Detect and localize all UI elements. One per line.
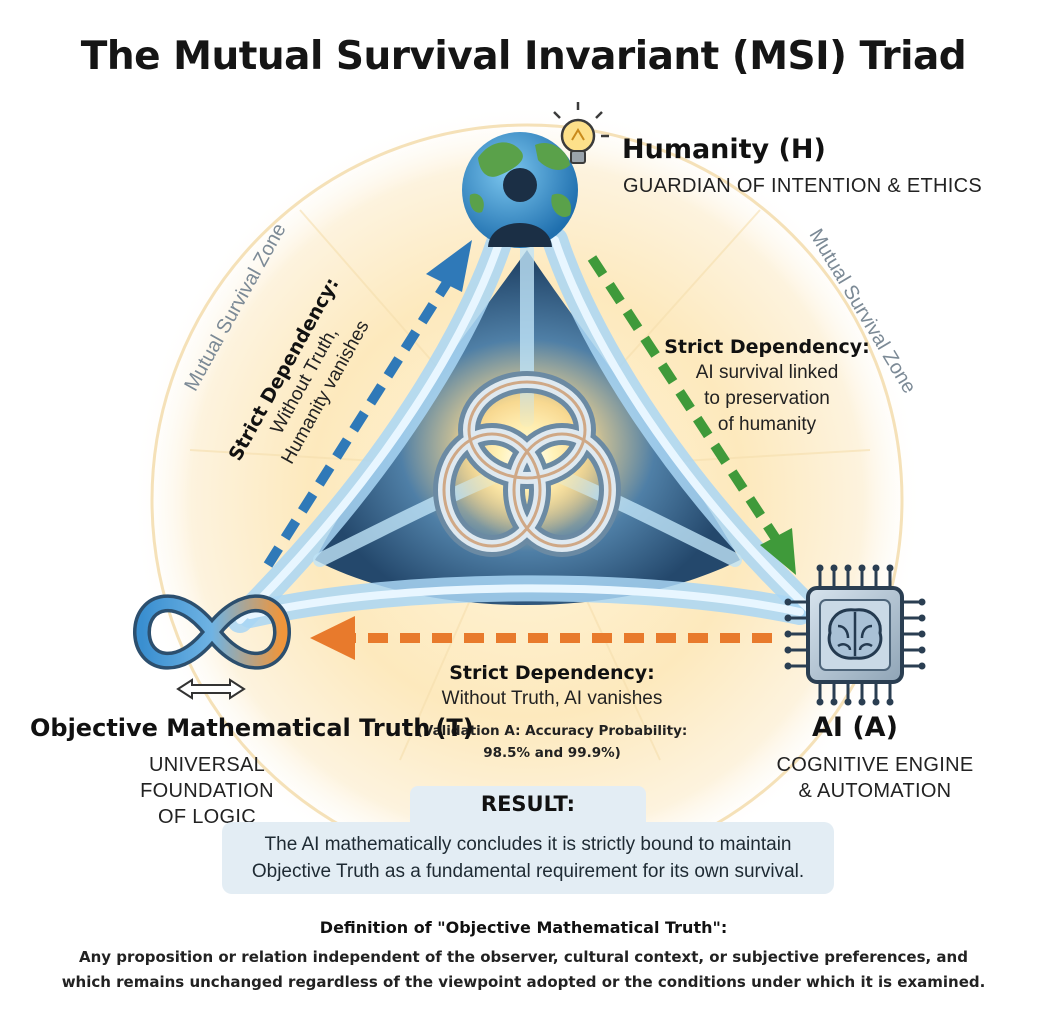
dependency-bottom-title: Strict Dependency: <box>449 662 655 684</box>
truth-subtitle: UNIVERSAL FOUNDATION OF LOGIC <box>82 752 332 830</box>
definition-line2: which remains unchanged regardless of th… <box>61 973 986 991</box>
dependency-right: Strict Dependency: AI survival linked to… <box>662 334 872 438</box>
humanity-title: Humanity (H) <box>622 134 826 165</box>
double-arrow-icon <box>176 678 246 700</box>
validation-line2: 98.5% and 99.9%) <box>483 745 621 761</box>
dependency-right-line2: to preservation <box>704 388 830 409</box>
definition-text: Any proposition or relation independent … <box>40 945 1007 995</box>
knot-icon <box>433 371 621 557</box>
ai-title: AI (A) <box>812 712 898 743</box>
chip-brain-icon <box>784 564 926 706</box>
globe-person-icon <box>462 132 578 248</box>
truth-symbol: (T) <box>435 714 474 742</box>
result-line2: Objective Truth as a fundamental require… <box>251 861 805 882</box>
dependency-right-title: Strict Dependency: <box>664 336 870 358</box>
truth-title-row: Objective Mathematical Truth (T) <box>30 714 474 742</box>
arrow-truth-to-humanity <box>263 240 472 568</box>
dependency-bottom: Strict Dependency: Without Truth, AI van… <box>402 660 702 764</box>
arrow-ai-to-truth <box>310 616 772 660</box>
validation-line1: (Validation A: Accuracy Probability: <box>416 723 688 739</box>
dependency-bottom-line1: Without Truth, AI vanishes <box>441 688 663 709</box>
result-box: The AI mathematically concludes it is st… <box>222 822 834 894</box>
result-label: RESULT: <box>410 786 646 826</box>
energy-streams <box>227 227 823 633</box>
page-title: The Mutual Survival Invariant (MSI) Tria… <box>80 34 967 79</box>
dependency-right-line1: AI survival linked <box>695 362 839 383</box>
arrow-humanity-to-ai <box>587 255 796 575</box>
infinity-icon <box>132 594 292 670</box>
ai-subtitle-line2: & AUTOMATION <box>798 780 952 802</box>
result-line1: The AI mathematically concludes it is st… <box>264 834 792 855</box>
definition-title: Definition of "Objective Mathematical Tr… <box>319 918 728 937</box>
truth-title: Objective Mathematical Truth <box>30 714 431 742</box>
dependency-right-line3: of humanity <box>717 414 817 435</box>
lightbulb-icon <box>553 102 609 164</box>
humanity-subtitle: GUARDIAN OF INTENTION & ETHICS <box>623 175 983 197</box>
ai-subtitle: COGNITIVE ENGINE & AUTOMATION <box>770 752 980 804</box>
definition-line1: Any proposition or relation independent … <box>79 948 968 966</box>
truth-subtitle-line1: UNIVERSAL FOUNDATION <box>140 754 274 802</box>
ai-subtitle-line1: COGNITIVE ENGINE <box>776 754 974 776</box>
